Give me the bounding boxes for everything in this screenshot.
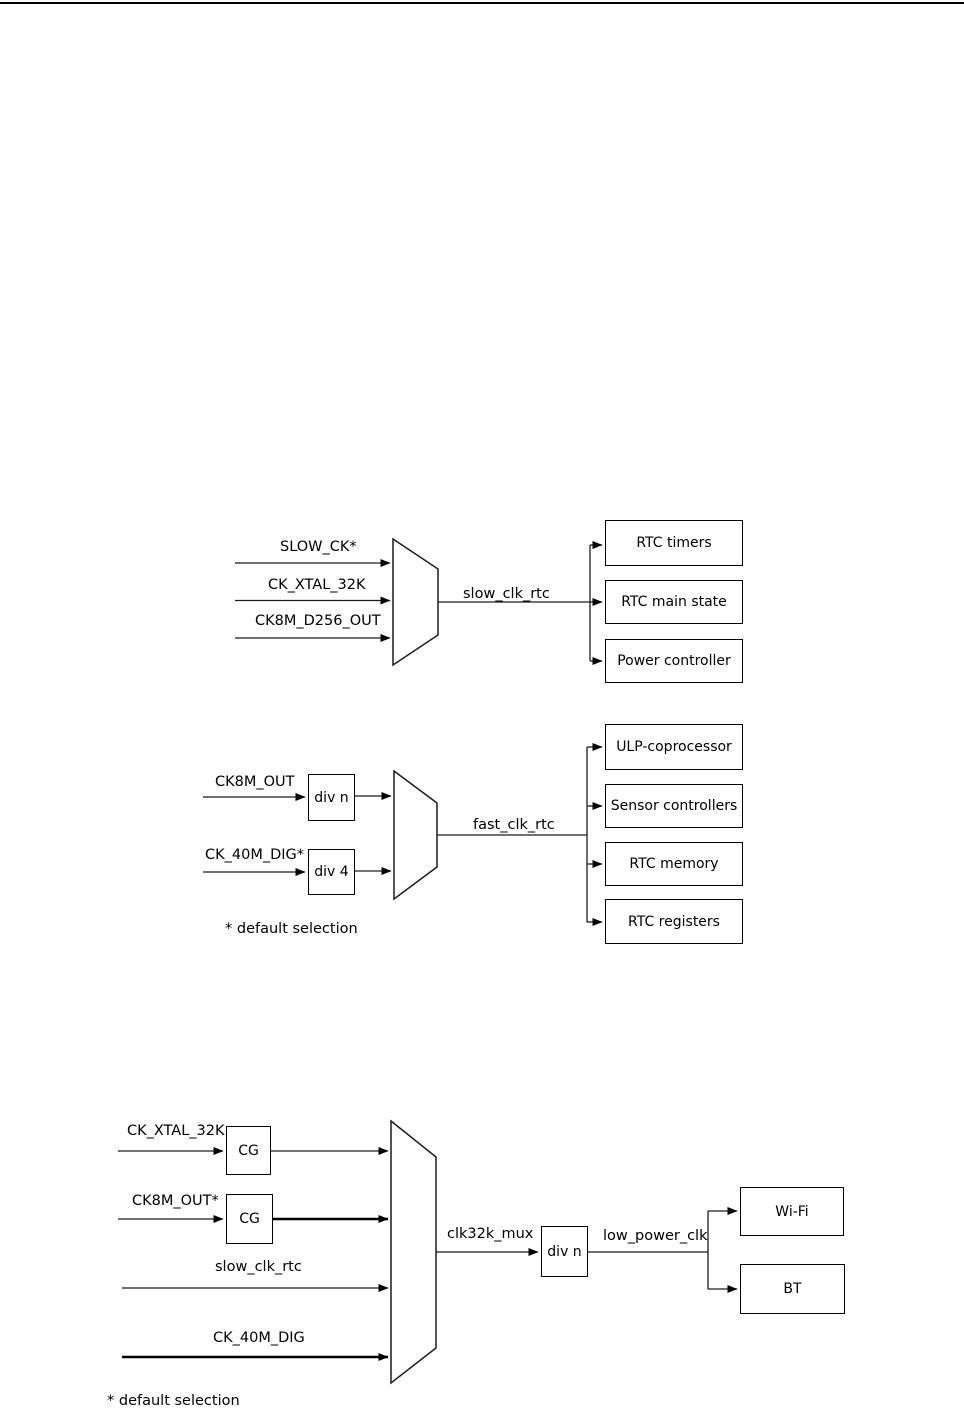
fast-clk-mux-shape: [393, 769, 438, 901]
destination-box-ulp-coprocessor: ULP-coprocessor: [605, 724, 743, 770]
signal-label-ck-40m-dig: CK_40M_DIG*: [205, 847, 305, 863]
clk32k-mux-shape: [390, 1119, 437, 1385]
signal-label-ck8m-out: CK8M_OUT: [215, 774, 295, 790]
default-selection-note-fast-clk: * default selection: [225, 921, 358, 937]
clock-gate-box-1: CG: [226, 1126, 271, 1175]
signal-label-slow-clk-rtc-lp: slow_clk_rtc: [215, 1259, 302, 1275]
signal-label-ck8m-out-lp: CK8M_OUT*: [132, 1193, 219, 1209]
signal-label-slow-ck: SLOW_CK*: [280, 539, 357, 555]
slow-clk-mux-shape: [392, 537, 439, 667]
signal-label-ck-xtal-32k: CK_XTAL_32K: [268, 577, 366, 593]
slow-clk-diagram-wires: [235, 537, 603, 667]
signal-label-ck8m-d256-out: CK8M_D256_OUT: [255, 613, 381, 629]
destination-box-rtc-timers: RTC timers: [605, 520, 743, 566]
destination-box-bt: BT: [740, 1264, 845, 1314]
destination-box-rtc-registers: RTC registers: [605, 899, 743, 944]
destination-box-wifi: Wi-Fi: [740, 1187, 844, 1236]
default-selection-note-low-power: * default selection: [107, 1393, 240, 1409]
fast-clk-diagram-wires: [203, 743, 603, 926]
destination-box-rtc-main-state: RTC main state: [605, 580, 743, 624]
clock-gate-box-2: CG: [226, 1194, 273, 1244]
signal-label-ck-40m-dig-lp: CK_40M_DIG: [213, 1330, 305, 1346]
signal-label-ck-xtal-32k-lp: CK_XTAL_32K: [127, 1123, 225, 1139]
divider-box-div-n-lp: div n: [541, 1226, 588, 1277]
destination-box-rtc-memory: RTC memory: [605, 842, 743, 886]
destination-box-sensor-controllers: Sensor controllers: [605, 784, 743, 828]
destination-box-power-controller: Power controller: [605, 639, 743, 683]
low-power-clk-diagram-wires: [118, 1119, 738, 1385]
signal-label-fast-clk-rtc: fast_clk_rtc: [473, 817, 555, 833]
page-top-rule: [0, 2, 964, 4]
signal-label-slow-clk-rtc: slow_clk_rtc: [463, 586, 550, 602]
divider-box-div-n: div n: [308, 774, 355, 821]
divider-box-div-4: div 4: [308, 849, 355, 895]
signal-label-low-power-clk: low_power_clk: [603, 1228, 708, 1244]
signal-label-clk32k-mux: clk32k_mux: [447, 1226, 534, 1242]
